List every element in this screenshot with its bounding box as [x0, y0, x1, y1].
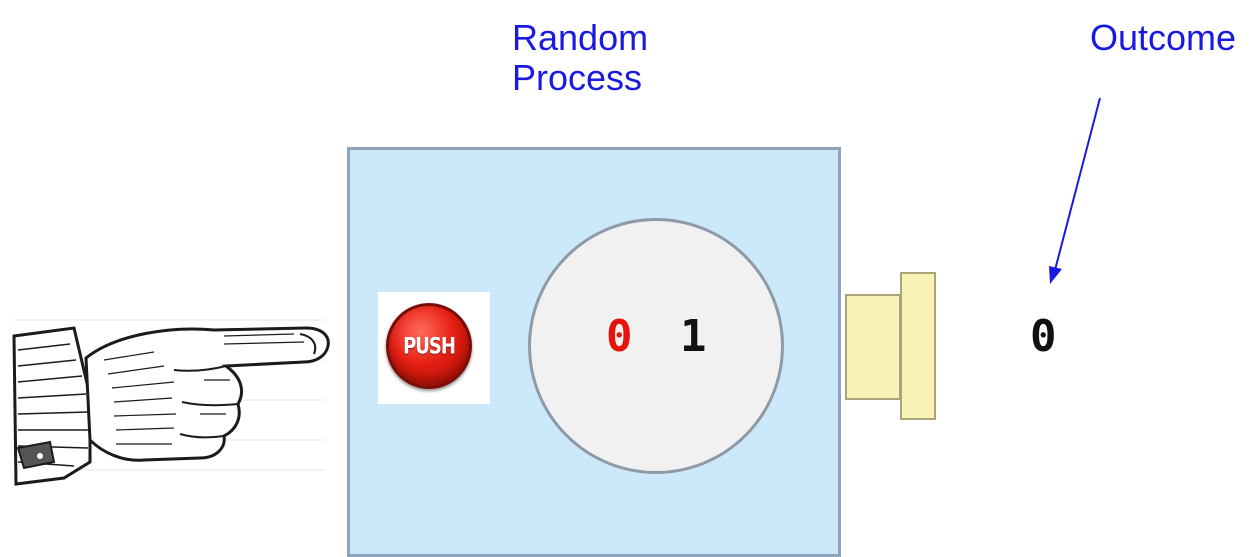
outcome-wheel	[528, 218, 784, 474]
push-button-tile: PUSH	[378, 292, 490, 404]
outcome-value: 0	[1030, 311, 1057, 362]
push-button-label: PUSH	[403, 332, 456, 360]
wheel-digit-one: 1	[680, 311, 707, 362]
wheel-digit-zero: 0	[606, 311, 633, 362]
pointing-hand-icon	[12, 319, 330, 486]
outcome-label: Outcome	[1090, 17, 1237, 58]
output-chute-neck	[845, 294, 901, 400]
outcome-arrow-icon	[1049, 97, 1101, 284]
output-chute-flange	[900, 272, 936, 420]
random-process-label: Random Process	[512, 17, 649, 98]
push-button[interactable]: PUSH	[386, 303, 472, 389]
